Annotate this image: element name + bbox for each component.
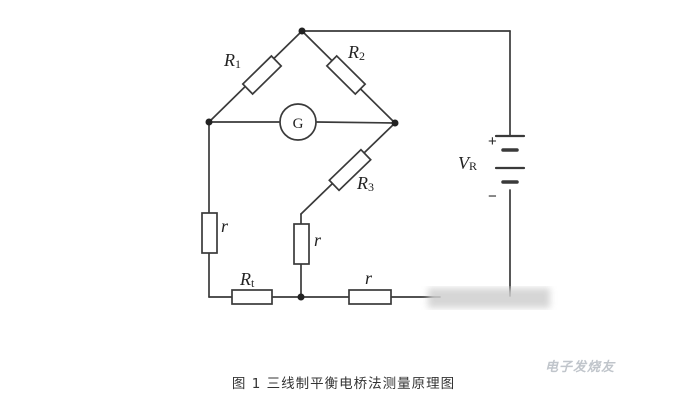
- figure-caption: 图 1 三线制平衡电桥法测量原理图: [231, 376, 456, 392]
- label-source: VR: [458, 153, 477, 173]
- label-r-bottom: r: [365, 268, 373, 288]
- label-r1: R1: [223, 50, 241, 71]
- label-r3: R3: [356, 173, 374, 194]
- resistor-r3: [328, 148, 372, 192]
- resistor-r-left: [201, 212, 218, 254]
- resistor-rt: [231, 289, 273, 305]
- resistor-r-bottom: [348, 289, 392, 305]
- wire-galv-right: [316, 121, 396, 124]
- resistor-r2: [325, 54, 367, 96]
- label-r-left: r: [221, 216, 229, 236]
- galvanometer-label: G: [293, 116, 304, 132]
- battery-minus-sign: −: [488, 188, 497, 205]
- label-rt: Rt: [239, 269, 255, 290]
- battery-plus-sign: +: [488, 133, 497, 150]
- battery-symbol: [494, 134, 526, 184]
- resistor-r-middle: [293, 223, 310, 265]
- label-r2: R2: [347, 42, 365, 63]
- watermark: 电子发烧友: [545, 360, 616, 375]
- node-right: [391, 119, 399, 127]
- galvanometer-circle: [279, 103, 317, 141]
- label-r-middle: r: [314, 230, 322, 250]
- blurred-region: [428, 288, 550, 308]
- node-left: [205, 118, 213, 126]
- node-top: [298, 27, 306, 35]
- node-bottom-middle: [297, 293, 305, 301]
- resistor-r1: [241, 54, 283, 96]
